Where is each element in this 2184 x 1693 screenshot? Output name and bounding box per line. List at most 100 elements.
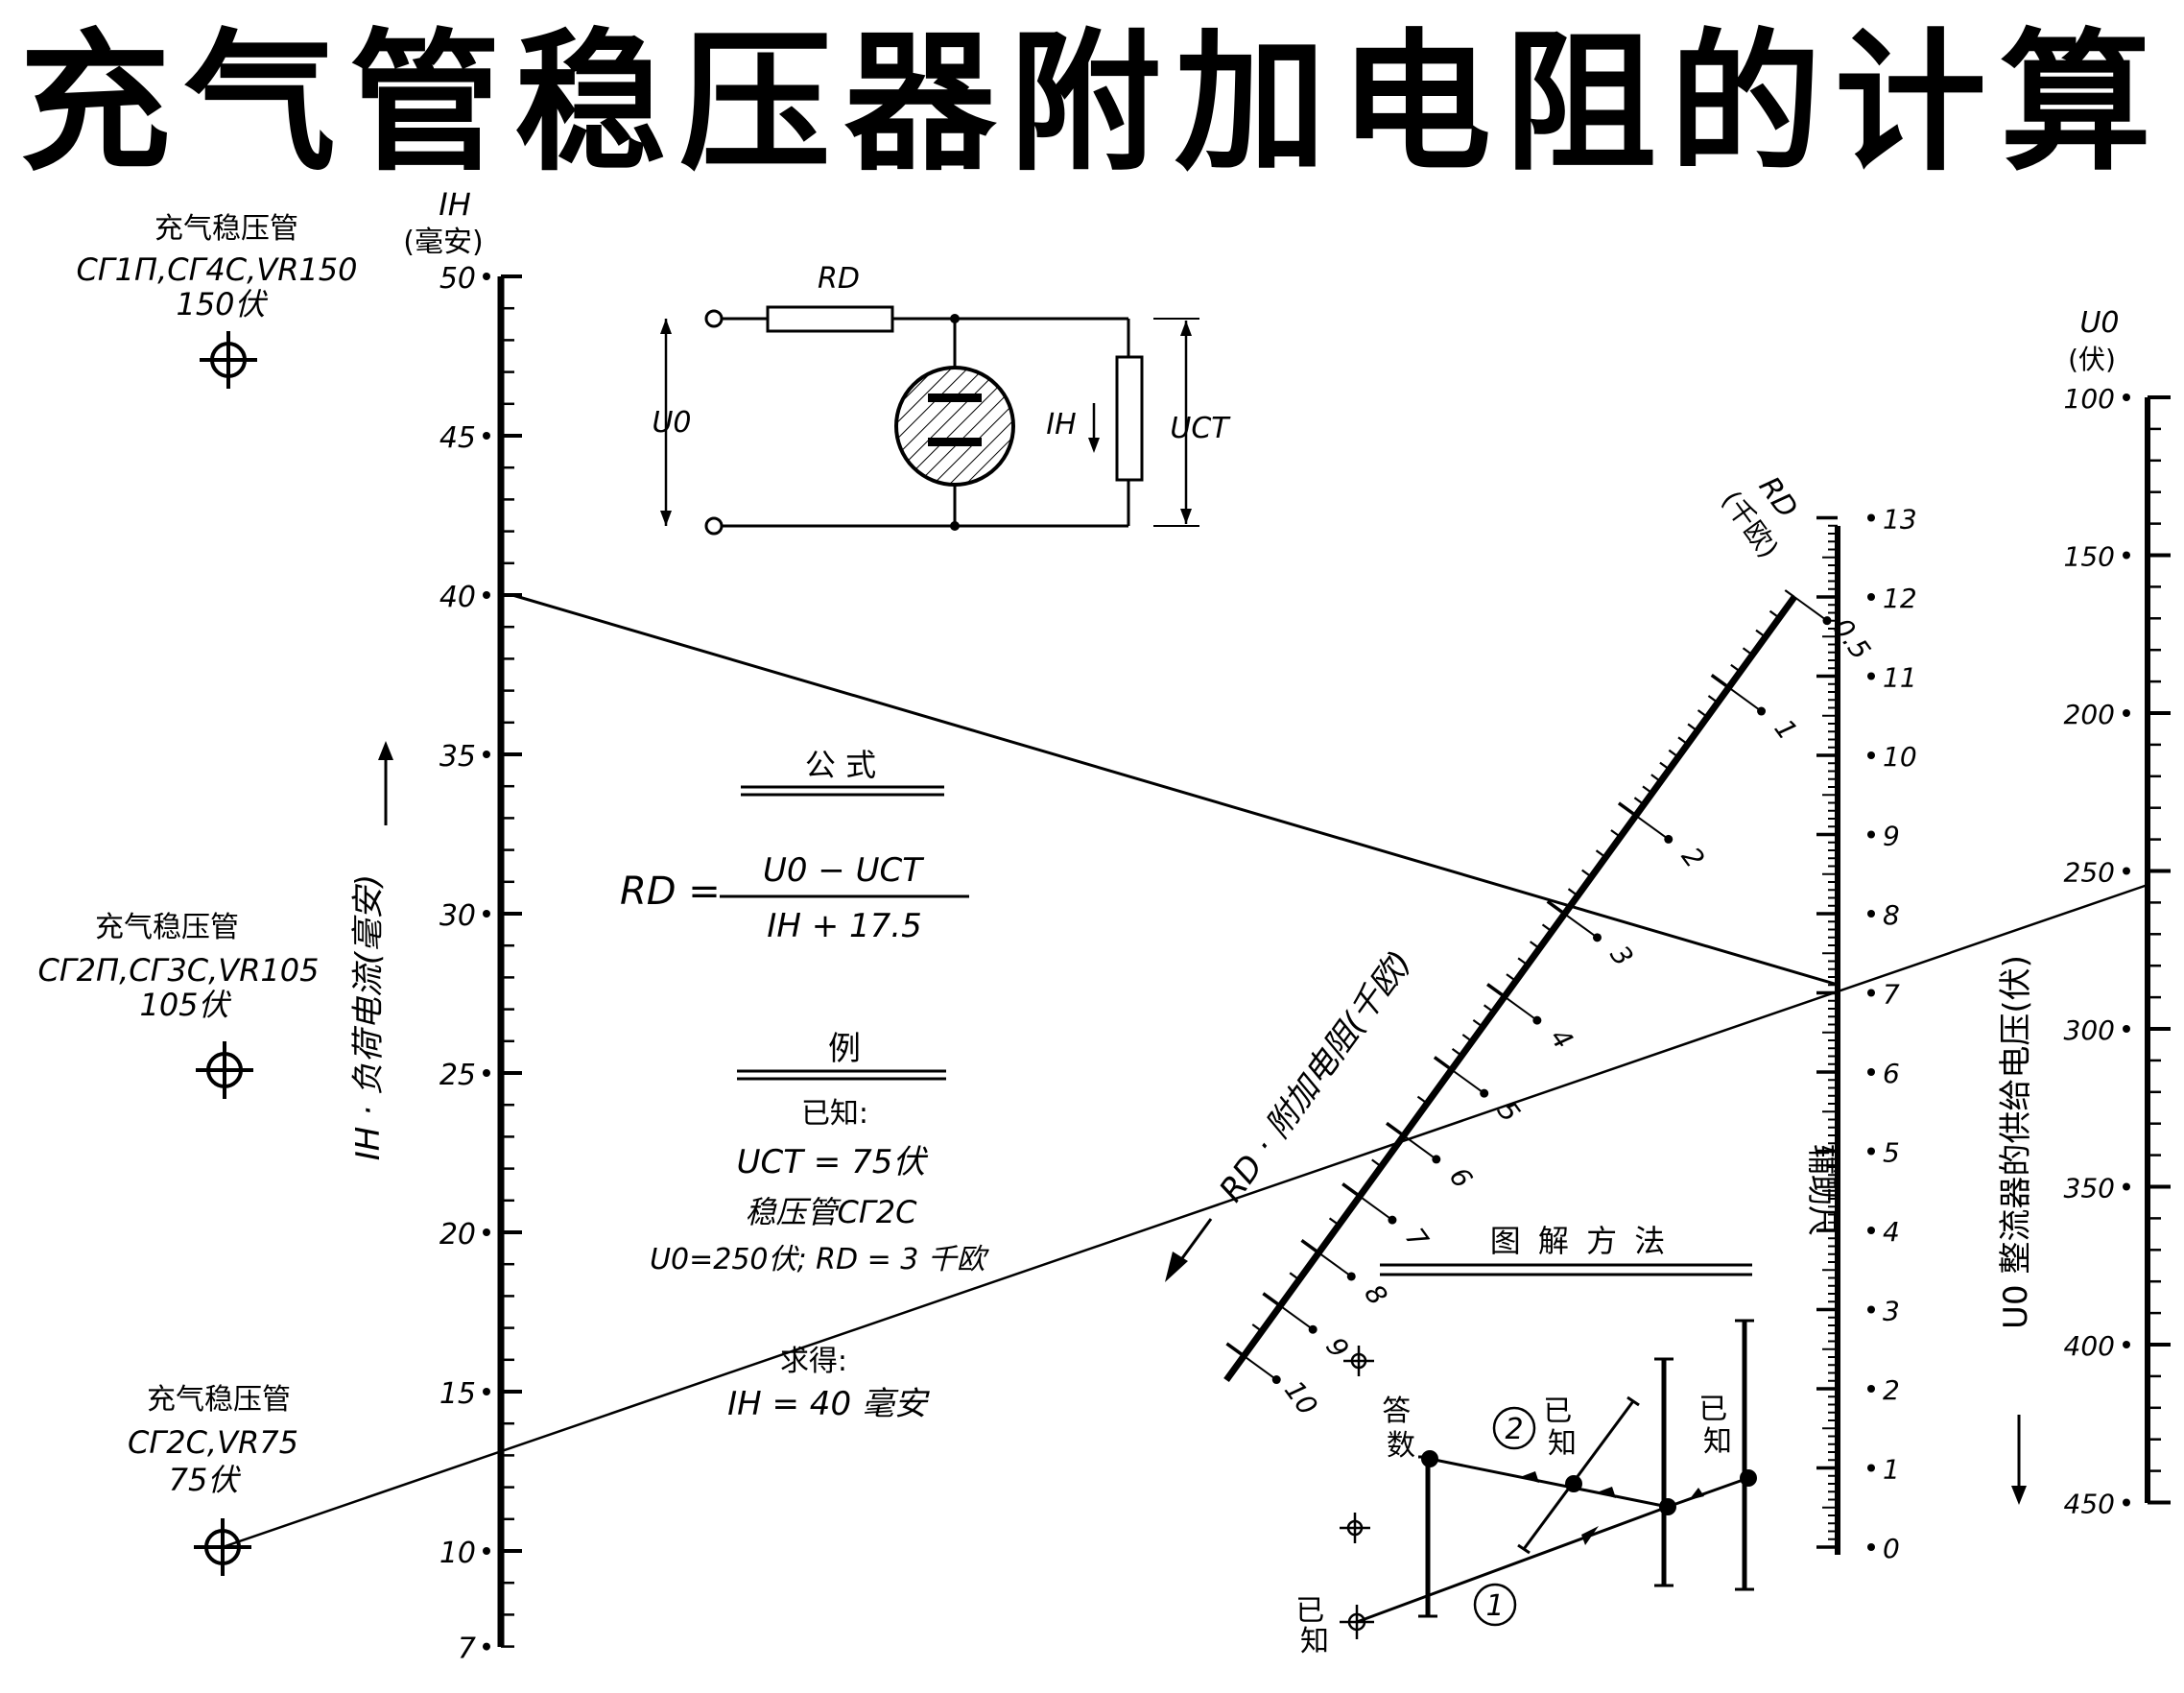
ih-tick-dot [483,910,490,918]
down-arrow-icon [2011,1415,2027,1505]
rd-leader [1504,995,1538,1021]
aux-tick-dot [1867,1543,1875,1551]
tube-voltage: 105伏 [139,987,231,1023]
rd-minor-tick [1225,1342,1246,1358]
ih-tick-label: 35 [439,740,476,774]
u0-tick-dot [2123,867,2130,875]
aux-tick-label: 2 [1883,1374,1900,1406]
rd-tick-dot [1308,1324,1318,1334]
aux-tick-dot [1867,1385,1875,1393]
u0-tick-dot [2123,1025,2130,1033]
rd-minor-tick [1710,674,1730,689]
load-resistor [1115,355,1144,482]
rd-tick-label: 1 [1768,713,1803,746]
aux-tick-label: 6 [1883,1058,1900,1089]
u0-tick-label: 350 [2064,1173,2115,1204]
rd-tick-label: 4 [1544,1022,1579,1055]
circuit-u0-label: U0 [652,406,691,440]
rd-minor-tick [1755,629,1767,638]
u0-tick-dot [2123,1341,2130,1348]
rd-minor-tick [1633,797,1645,806]
tube-models: СГ2С,VR75 [128,1424,298,1461]
ih-tick-dot [483,432,490,440]
rd-minor-tick [1289,1272,1300,1281]
aux-tick-dot [1867,1147,1875,1156]
rd-minor-tick [1546,899,1566,916]
ih-scale-unit: (毫安) [403,226,483,259]
ih-tick-dot [483,273,490,280]
u0-tick-label: 150 [2064,541,2115,573]
rd-minor-tick [1784,589,1795,598]
rd-minor-tick [1659,761,1671,771]
isopleth-line-ih-aux [511,593,1839,987]
formula-lhs: RD = [620,870,721,914]
rd-tick-dot [1346,1272,1356,1281]
ih-tick-dot [483,751,490,758]
rd-tick-dot [1532,1015,1542,1025]
aux-tick-label: 9 [1883,821,1900,852]
rd-minor-tick [1697,709,1708,718]
rd-leader [1243,1355,1277,1381]
rd-minor-tick [1610,829,1622,838]
rd-minor-tick [1472,1018,1484,1028]
ih-tick-dot [483,1547,490,1555]
rd-tick-dot [1388,1215,1397,1225]
method-known-label: 已 知 [1543,1395,1581,1461]
rd-minor-tick [1328,1217,1340,1227]
crosshair-marker-icon [196,1041,253,1099]
aux-tick-label: 5 [1883,1137,1900,1169]
isopleth-line-tube-u0 [222,883,2148,1549]
rd-minor-tick [1581,869,1593,878]
rd-tick-label: 9 [1319,1331,1355,1364]
rd-tick-label: 2 [1675,842,1711,874]
rd-minor-tick [1617,801,1637,818]
rd-tick-label: 3 [1603,940,1639,972]
tube-voltage: 75伏 [169,1462,242,1498]
crosshair-marker-icon [200,331,257,389]
tube-heading: 充气稳压管 [147,1383,291,1417]
rd-leader [1793,596,1828,622]
aux-tick-dot [1867,1305,1875,1314]
rd-minor-tick [1385,1121,1405,1137]
u0-tick-dot [2123,551,2130,560]
aux-tick-dot [1867,1068,1875,1076]
rd-leader [1318,1252,1352,1277]
circuit-diagram: RD U0 IН UСТ [652,262,1231,536]
formula-denominator: IН + 17.5 [767,907,921,945]
ih-tick-dot [483,1388,490,1395]
ih-tick-dot [483,1228,490,1236]
rd-minor-tick [1677,736,1689,746]
rd-minor-tick [1529,941,1540,950]
aux-tick-dot [1867,989,1875,997]
rd-leader [1279,1304,1314,1331]
aux-tick-label: 3 [1883,1296,1900,1327]
aux-tick-label: 8 [1883,899,1900,931]
ih-tick-label: 20 [439,1218,476,1252]
ih-tick-label: 45 [439,421,476,455]
u0-tick-label: 400 [2064,1330,2115,1362]
formula-block: 公 式 RD = U0 − UСТ IН + 17.5 [620,747,969,945]
rd-tick-label: 10 [1278,1374,1324,1420]
example-line-3: U0=250伏; RD = 3 千欧 [650,1243,990,1276]
rd-minor-tick [1341,1182,1361,1198]
u0-tick-label: 200 [2064,699,2115,730]
aux-tick-dot [1867,513,1875,522]
tube-models: СГ1П,СГ4С,VR150 [76,251,357,288]
rd-leader [1635,814,1670,841]
ih-tick-label: 50 [439,262,476,296]
ih-tick-dot [483,591,490,599]
circuit-uct-label: UСТ [1170,412,1231,445]
aux-tick-label: 11 [1883,662,1917,694]
rd-tick-dot [1757,706,1767,716]
gas-tube-icon [894,366,1015,487]
rd-leader [1563,913,1599,939]
aux-tick-dot [1867,751,1875,759]
tube-voltage: 150伏 [176,286,268,322]
example-heading: 例 [828,1030,861,1068]
rd-minor-tick [1451,1048,1462,1057]
crosshair-marker-icon [1340,1513,1370,1543]
u0-tick-dot [2123,1498,2130,1507]
example-line-1: UСТ = 75伏 [737,1143,929,1181]
